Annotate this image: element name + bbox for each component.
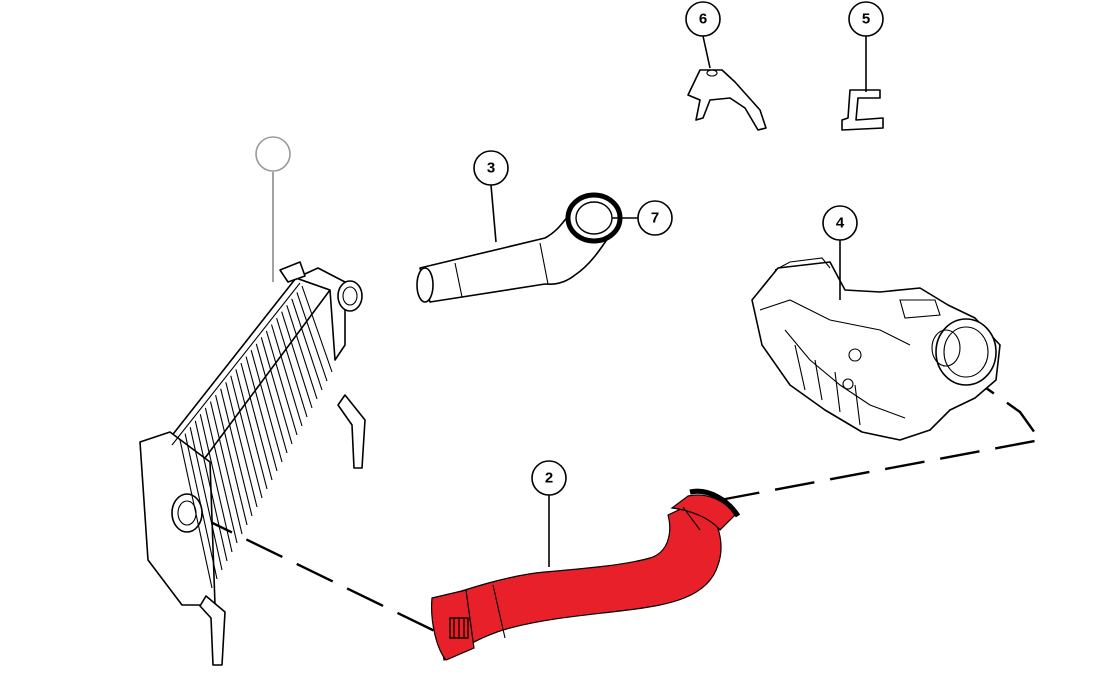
seal-ring [565, 192, 623, 244]
callout-circle-2 [531, 460, 567, 496]
cooler-fin [291, 298, 323, 391]
callout-label-2: 2 [545, 470, 553, 487]
cooler-fin [189, 427, 223, 571]
cooler-fin [204, 407, 238, 544]
cooler-fin [250, 350, 283, 463]
cooler-fins [179, 285, 333, 589]
cooler-fin [220, 388, 253, 517]
cooler-fin [265, 330, 298, 436]
cooler-fin [301, 285, 333, 373]
cooler-fin [255, 343, 288, 454]
cooler-fin [296, 292, 328, 382]
charge-air-hose-highlighted [431, 488, 741, 661]
cooler-fin [225, 382, 258, 508]
cooler-fin [240, 362, 273, 481]
cooler-fin [194, 420, 228, 562]
callout-circle-5 [848, 1, 884, 37]
bracket-5 [841, 89, 884, 131]
cooler-fin [209, 401, 243, 535]
callout-label-4: 4 [836, 215, 845, 232]
callout-circle-3 [473, 150, 509, 186]
cooler-fin [230, 375, 263, 499]
callout-circle-4 [822, 205, 858, 241]
dashed-leader-hose-to-cooler [195, 513, 446, 638]
leader-line-3 [490, 184, 497, 243]
cooler-fin [245, 356, 278, 472]
callout-label-6: 6 [699, 11, 707, 28]
dashed-leader-hose-to-throttle-body [719, 365, 1043, 502]
clip-6 [687, 69, 767, 131]
cooler-fin [270, 324, 303, 427]
intake-housing [751, 257, 1001, 441]
callout-circle-7 [637, 200, 673, 236]
cooler-fin [184, 433, 218, 580]
callout-circle-1 [255, 136, 291, 172]
cooler-fin [199, 414, 233, 553]
callout-circle-6 [685, 1, 721, 37]
cooler-fin [179, 439, 213, 589]
cooler-fin [215, 394, 248, 526]
callout-label-7: 7 [651, 210, 659, 227]
cooler-fin [286, 305, 318, 400]
callout-label-3: 3 [487, 160, 495, 177]
cooler-fin [235, 369, 268, 490]
air-tube [416, 211, 613, 303]
cooler-fin [276, 317, 308, 418]
charge-air-cooler [139, 261, 366, 666]
cooler-fin [281, 311, 313, 409]
callout-label-5: 5 [862, 11, 870, 28]
leader-line-6 [702, 35, 711, 69]
cooler-fin [260, 337, 293, 445]
